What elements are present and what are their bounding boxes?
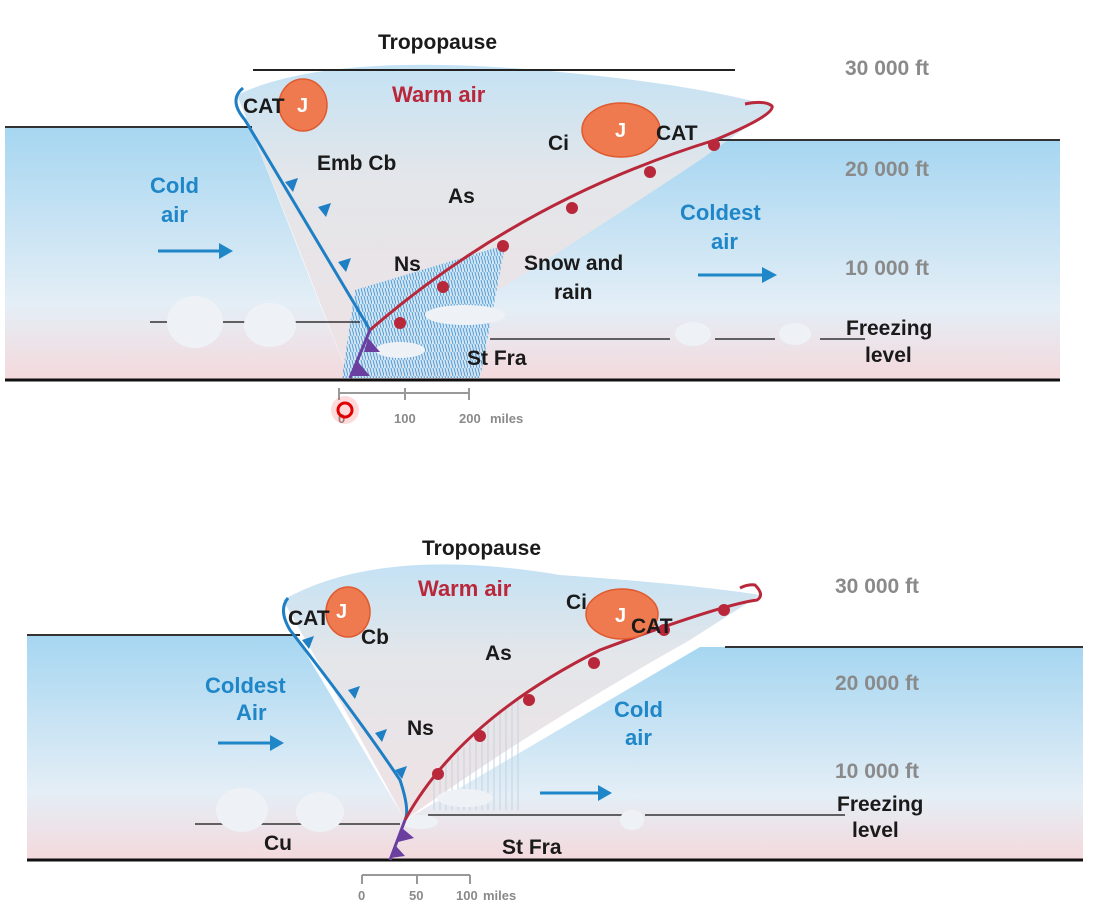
arrow-right-icon xyxy=(540,785,612,801)
scale-tick-100: 100 xyxy=(456,888,478,903)
cat-label-right: CAT xyxy=(631,615,673,638)
precipitation-area xyxy=(430,695,520,810)
scale-unit: miles xyxy=(490,411,523,426)
bottom-diagram: Tropopause J J Warm air CAT xyxy=(27,537,1083,903)
arrow-right-icon xyxy=(158,243,233,259)
tropopause-label: Tropopause xyxy=(422,537,541,560)
coldest-air-mass xyxy=(350,140,1060,380)
as-label: As xyxy=(485,642,512,665)
altitude-30000-label: 30 000 ft xyxy=(835,575,919,598)
distance-scale-bar xyxy=(338,388,470,400)
warm-air-label: Warm air xyxy=(418,576,512,601)
jet-label-left: J xyxy=(297,95,308,117)
scale-unit: miles xyxy=(483,888,516,903)
occluded-front-triangles xyxy=(352,338,380,376)
cold-front-line xyxy=(234,86,372,331)
ci-label: Ci xyxy=(566,591,587,614)
occluded-front-triangles xyxy=(390,828,414,858)
top-diagram: J J Tropopause Warm air CAT CAT Ci Emb C… xyxy=(5,31,1060,426)
ns-label: Ns xyxy=(407,717,434,740)
warm-air-label: Warm air xyxy=(392,82,486,107)
altitude-10000-label: 10 000 ft xyxy=(835,760,919,783)
scale-tick-50: 50 xyxy=(409,888,423,903)
jet-stream-right xyxy=(585,588,659,640)
altitude-20000-label: 20 000 ft xyxy=(835,672,919,695)
snow-rain-label-2: rain xyxy=(554,281,593,304)
distance-scale-bar xyxy=(361,874,471,884)
jet-label-left: J xyxy=(336,601,347,623)
cu-label: Cu xyxy=(264,832,292,855)
occluded-front-line xyxy=(348,329,372,379)
freezing-level-label-1: Freezing xyxy=(837,793,923,816)
jet-label-right: J xyxy=(615,605,626,627)
jet-stream-right xyxy=(581,102,661,158)
scale-tick-100: 100 xyxy=(394,411,416,426)
altitude-30000-label: 30 000 ft xyxy=(845,57,929,80)
arrow-right-icon xyxy=(218,735,284,751)
scale-tick-0: 0 xyxy=(358,888,365,903)
cumulus-clouds xyxy=(167,296,811,358)
cb-label: Cb xyxy=(361,626,389,649)
cold-air-label-1: Cold xyxy=(150,173,199,198)
arrow-right-icon xyxy=(698,267,777,283)
st-fra-label: St Fra xyxy=(467,347,527,370)
cold-air-label-2: air xyxy=(625,725,652,750)
coldest-air-label-1: Coldest xyxy=(680,200,761,225)
coldest-air-label-2: air xyxy=(711,229,738,254)
scale-tick-0: 0 xyxy=(338,411,345,426)
warm-front-semicircles xyxy=(394,139,720,329)
scale-tick-200: 200 xyxy=(459,411,481,426)
warm-front-semicircles xyxy=(432,604,730,780)
freezing-level-label-2: level xyxy=(852,819,899,842)
cold-front-line xyxy=(282,597,409,821)
jet-stream-left xyxy=(278,78,328,132)
freezing-level-label-1: Freezing xyxy=(846,317,932,340)
altitude-20000-label: 20 000 ft xyxy=(845,158,929,181)
freezing-level-label-2: level xyxy=(865,344,912,367)
jet-stream-left xyxy=(325,586,371,638)
cold-air-label-2: air xyxy=(161,202,188,227)
coldest-air-label-1: Coldest xyxy=(205,673,286,698)
cold-front-triangles xyxy=(302,636,407,779)
ci-label: Ci xyxy=(548,132,569,155)
cat-label-left: CAT xyxy=(243,95,285,118)
cold-front-triangles xyxy=(285,178,351,272)
emb-cb-label: Emb Cb xyxy=(317,152,396,175)
tropopause-label: Tropopause xyxy=(378,31,497,54)
cold-air-mass xyxy=(390,647,1083,860)
coldest-air-label-2: Air xyxy=(236,700,267,725)
jet-label-right: J xyxy=(615,120,626,142)
as-label: As xyxy=(448,185,475,208)
cold-air-label-1: Cold xyxy=(614,697,663,722)
ns-label: Ns xyxy=(394,253,421,276)
st-fra-label: St Fra xyxy=(502,836,562,859)
cat-label-left: CAT xyxy=(288,607,330,630)
cumulus-clouds xyxy=(216,788,644,832)
cursor-indicator xyxy=(331,396,359,424)
cat-label-right: CAT xyxy=(656,122,698,145)
snow-rain-label-1: Snow and xyxy=(524,252,623,275)
altitude-10000-label: 10 000 ft xyxy=(845,257,929,280)
